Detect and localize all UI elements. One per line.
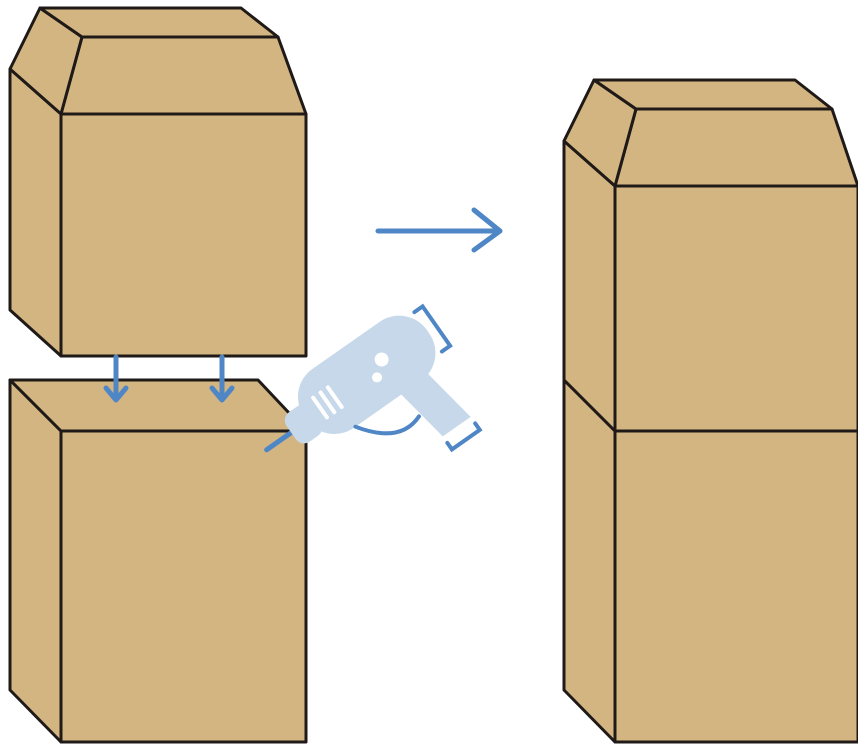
- top-box-front-face: [59, 112, 308, 358]
- top-box-lid-front: [59, 35, 308, 116]
- stacked-boxes-result: [562, 78, 858, 744]
- glue-gun-dot-large: [374, 352, 389, 367]
- glue-gun-icon: [264, 303, 483, 453]
- result-lower-side-face: [562, 378, 617, 744]
- bottom-box-top-face: [8, 378, 308, 433]
- arrow-right-icon: [375, 207, 503, 253]
- result-lower-front-face: [613, 429, 858, 744]
- glue-gun-dot-small: [372, 372, 383, 383]
- glue-gun-body: [297, 315, 436, 434]
- result-upper-front-face: [613, 184, 858, 433]
- arrow-down-right: [209, 354, 235, 403]
- bottom-box-front-face: [59, 429, 308, 744]
- arrow-down-icon: [103, 354, 235, 403]
- bottom-box-side-face: [8, 378, 63, 744]
- glue-gun-trigger-guard: [353, 414, 421, 436]
- glue-gun-back-bracket: [412, 303, 453, 354]
- top-box-lid-back: [38, 6, 280, 39]
- arrow-down-left: [103, 354, 129, 403]
- result-lid-front: [613, 107, 858, 188]
- top-box-side-face: [8, 67, 63, 358]
- result-lid-back: [592, 78, 834, 111]
- bottom-box: [8, 378, 308, 744]
- glue-gun-handle: [392, 366, 471, 437]
- glue-gun-nozzle-line: [264, 430, 294, 453]
- result-upper-side-face: [562, 139, 617, 433]
- glue-gun-handle-bracket: [445, 421, 483, 453]
- glue-gun-grip-lines: [311, 385, 344, 420]
- top-box: [8, 6, 308, 358]
